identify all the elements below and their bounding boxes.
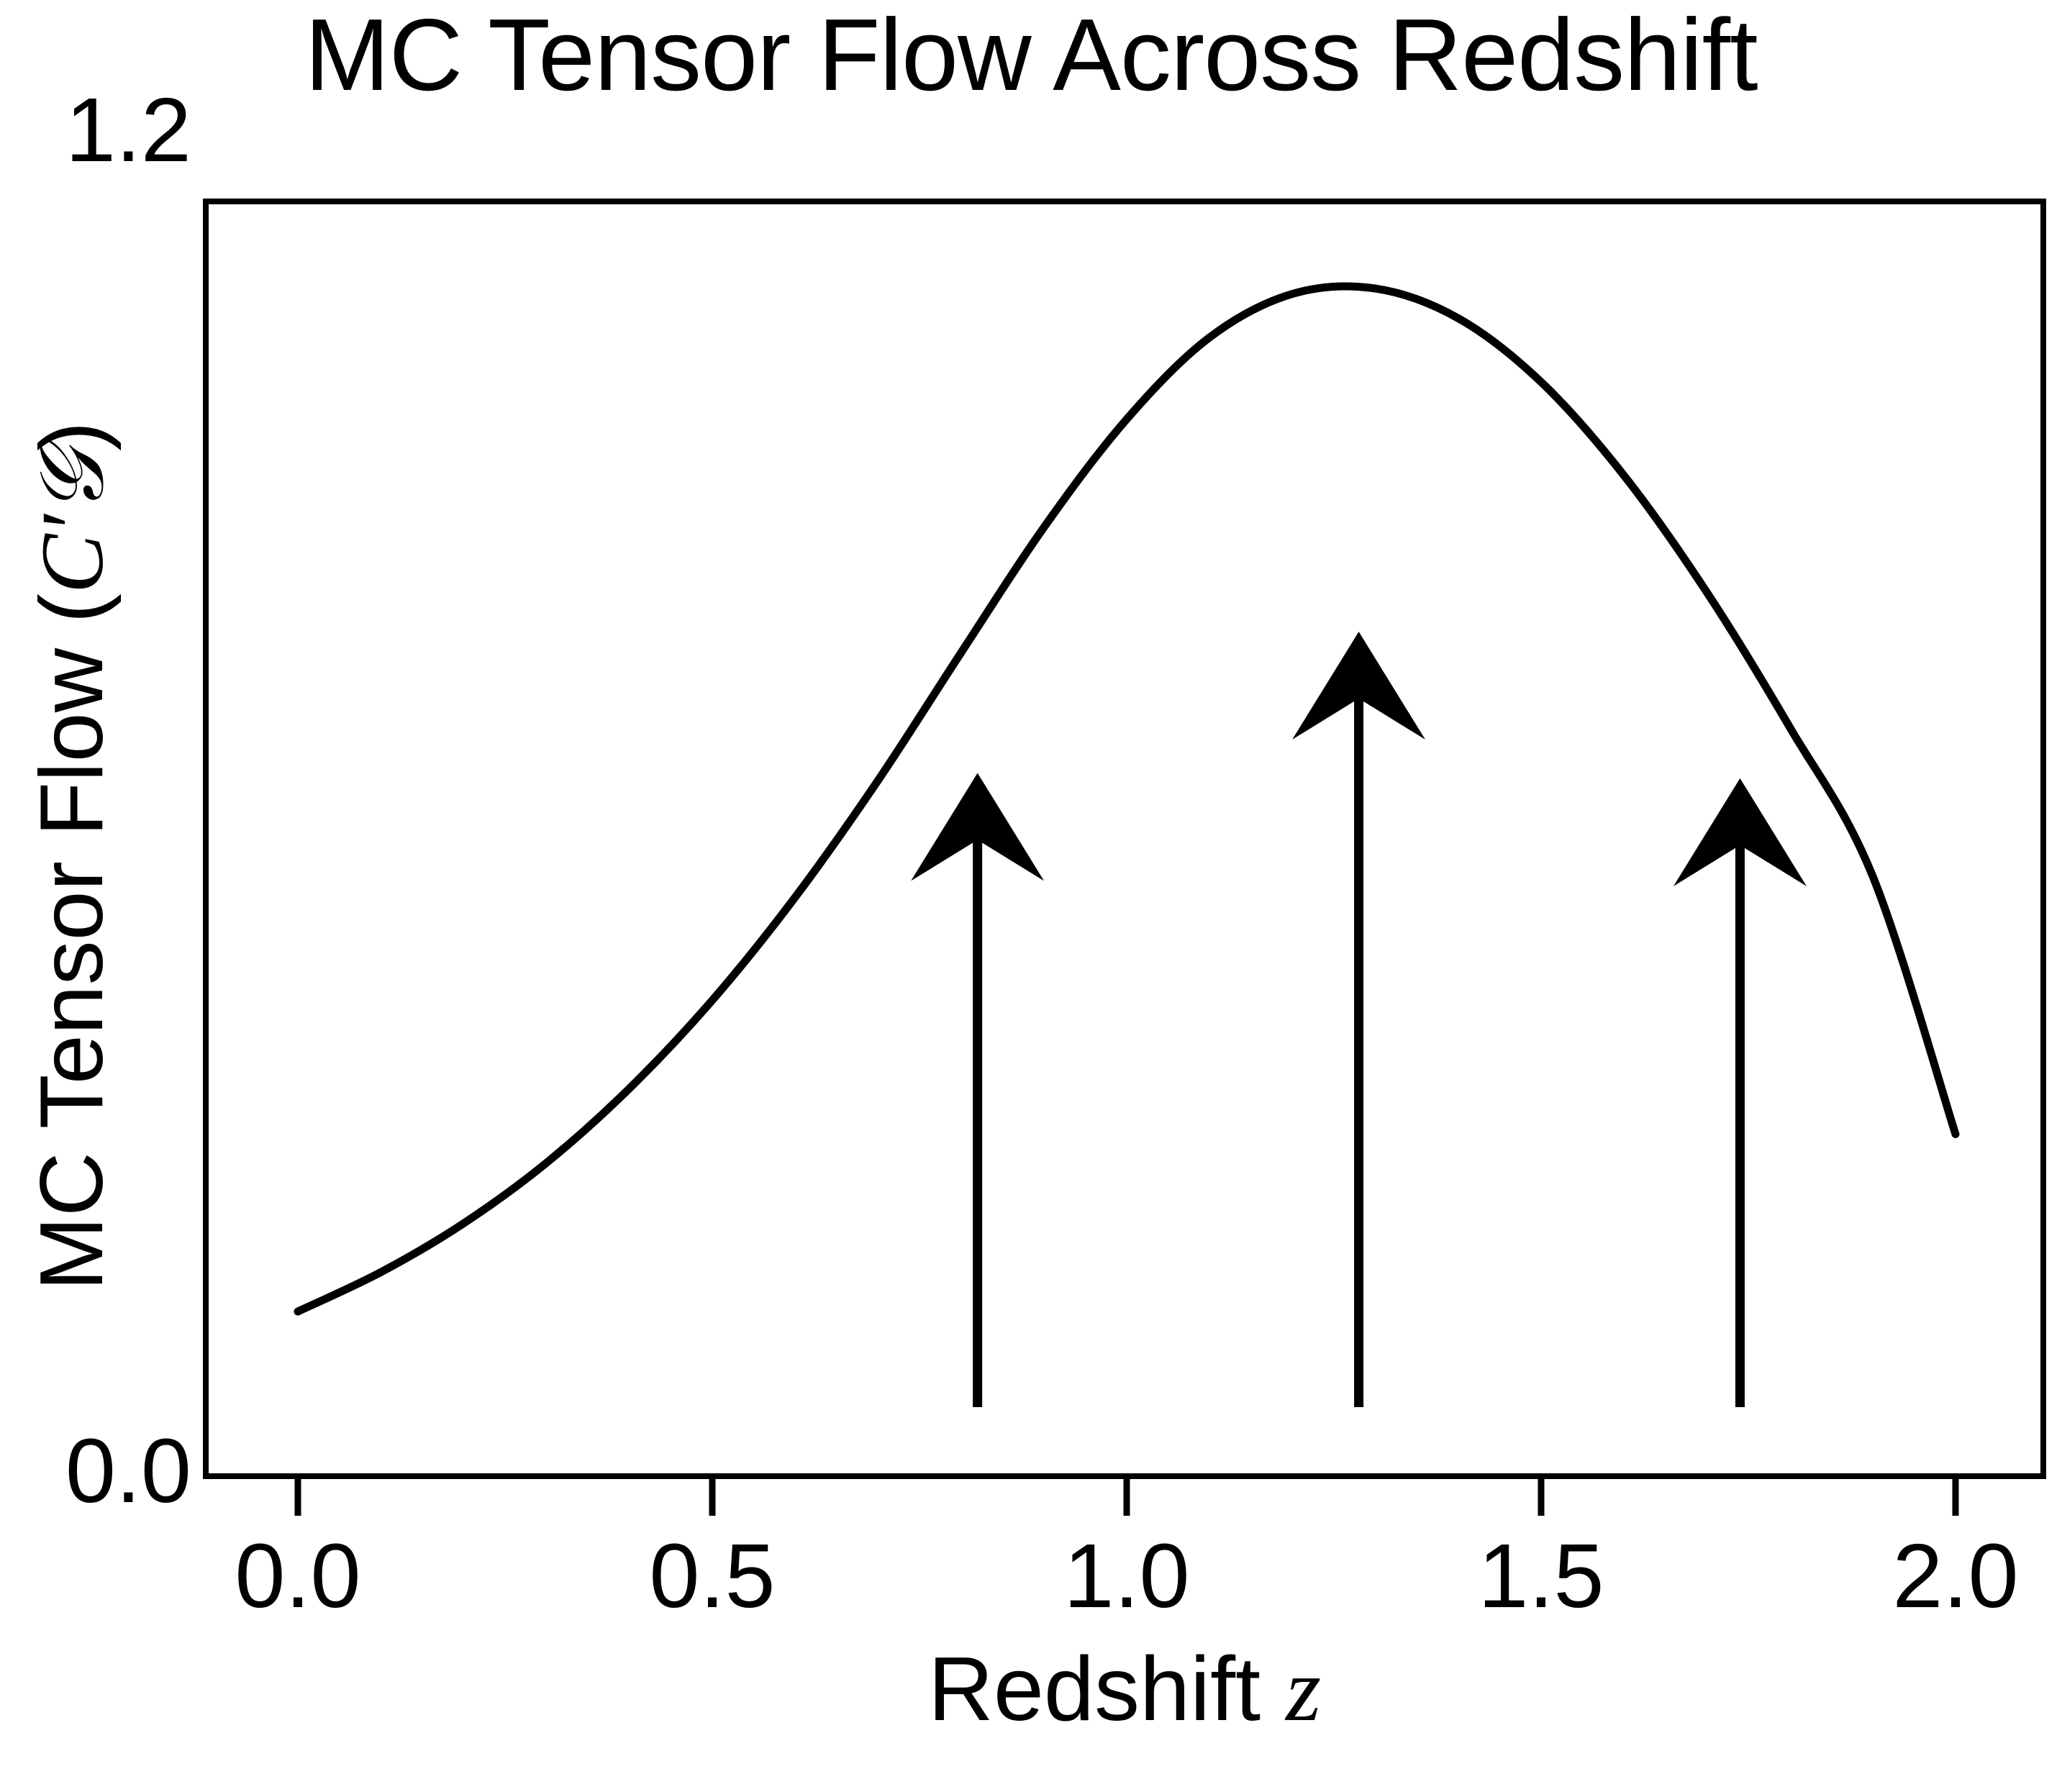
chart-title: MC Tensor Flow Across Redshift (304, 0, 1758, 112)
x-tick-label: 1.5 (1478, 1525, 1604, 1627)
y-tick-label-max: 1.2 (65, 79, 191, 181)
x-tick-label: 0.0 (235, 1525, 361, 1627)
x-axis-label-text: Redshift (927, 1638, 1286, 1739)
data-series-line (294, 282, 1960, 1316)
x-tick-label: 0.5 (649, 1525, 776, 1627)
arrow-head-icon (1673, 778, 1807, 886)
y-tick-label-min: 0.0 (65, 1420, 191, 1522)
x-axis-label: Redshift z (206, 1644, 2043, 1736)
x-tick-marks (294, 1476, 1959, 1516)
arrow-right (1673, 778, 1807, 1408)
arrow-head-icon (1292, 632, 1426, 740)
arrow-head-icon (911, 773, 1045, 881)
x-tick-label: 2.0 (1892, 1525, 2019, 1627)
arrow-left (911, 773, 1045, 1408)
x-tick-label: 1.0 (1063, 1525, 1190, 1627)
arrow-center (1292, 632, 1426, 1408)
annotation-arrows (911, 632, 1807, 1408)
plot-frame (203, 199, 2046, 1479)
x-axis-label-math: z (1286, 1640, 1322, 1740)
